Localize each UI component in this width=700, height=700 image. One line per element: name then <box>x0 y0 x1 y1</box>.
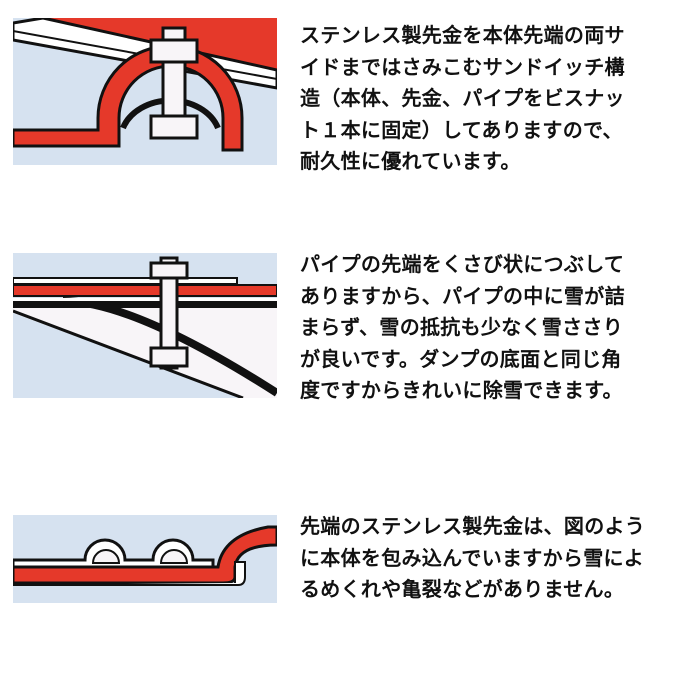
wrapped-edge-diagram <box>13 515 277 603</box>
text-line: 耐久性に優れています。 <box>300 149 521 173</box>
text-line: に本体を包み込んでいますから雪によ <box>300 545 645 570</box>
wrapped-edge-description: 先端のステンレス製先金は、図のよう に本体を包み込んでいますから雪によ るめくれ… <box>300 511 700 606</box>
text-line: パイプの先端をくさび状につぶして <box>300 252 625 276</box>
wedge-pipe-diagram <box>13 253 277 398</box>
wedge-pipe-description: パイプの先端をくさび状につぶして ありますから、パイプの中に雪が詰 まらず、雪の… <box>300 249 700 407</box>
text-line: 度ですからきれいに除雪できます。 <box>300 378 623 402</box>
text-line: まらず、雪の抵抗も少なく雪ささり <box>300 315 623 339</box>
text-line: ステンレス製先金を本体先端の両サ <box>300 23 625 47</box>
text-line: イドまではさみこむサンドイッチ構 <box>300 54 625 79</box>
sandwich-structure-description: ステンレス製先金を本体先端の両サ イドまではさみこむサンドイッチ構 造（本体、先… <box>300 20 700 178</box>
text-line: 先端のステンレス製先金は、図のよう <box>300 514 646 538</box>
sandwich-structure-diagram <box>13 18 277 165</box>
text-line: るめくれや亀裂などがありません。 <box>300 577 625 601</box>
text-line: が良いです。ダンプの底面と同じ角 <box>300 346 622 371</box>
text-line: ありますから、パイプの中に雪が詰 <box>300 283 625 308</box>
text-line: ト１本に固定）してありますので、 <box>300 117 623 142</box>
text-line: 造（本体、先金、パイプをビスナッ <box>300 86 625 110</box>
